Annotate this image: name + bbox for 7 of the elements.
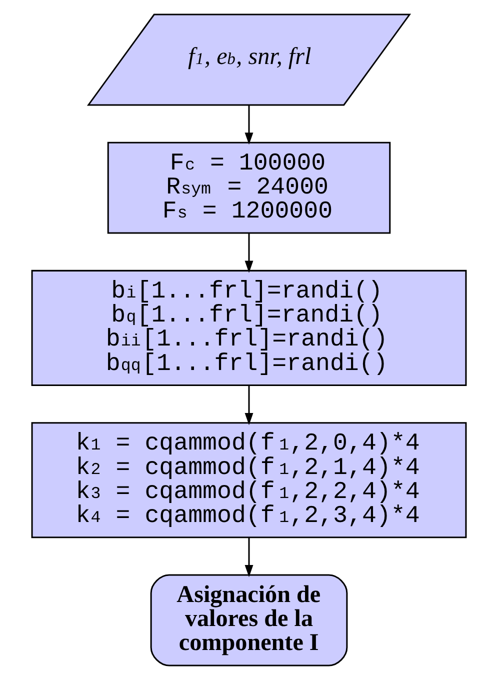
arrow: [244, 105, 253, 145]
node-box: Fc = 100000 Rsym = 24000 Fs = 1200000: [106, 142, 390, 234]
node-box: Asignación de valores de la componente I: [150, 574, 348, 666]
node-box: bi[1...frl]=randi() bq[1...frl]=randi() bii[1...frl]=randi() bqq[1...frl]=randi(): [30, 270, 466, 386]
arrow: [244, 233, 253, 273]
arrow: [244, 385, 253, 426]
arrow: [244, 537, 253, 578]
